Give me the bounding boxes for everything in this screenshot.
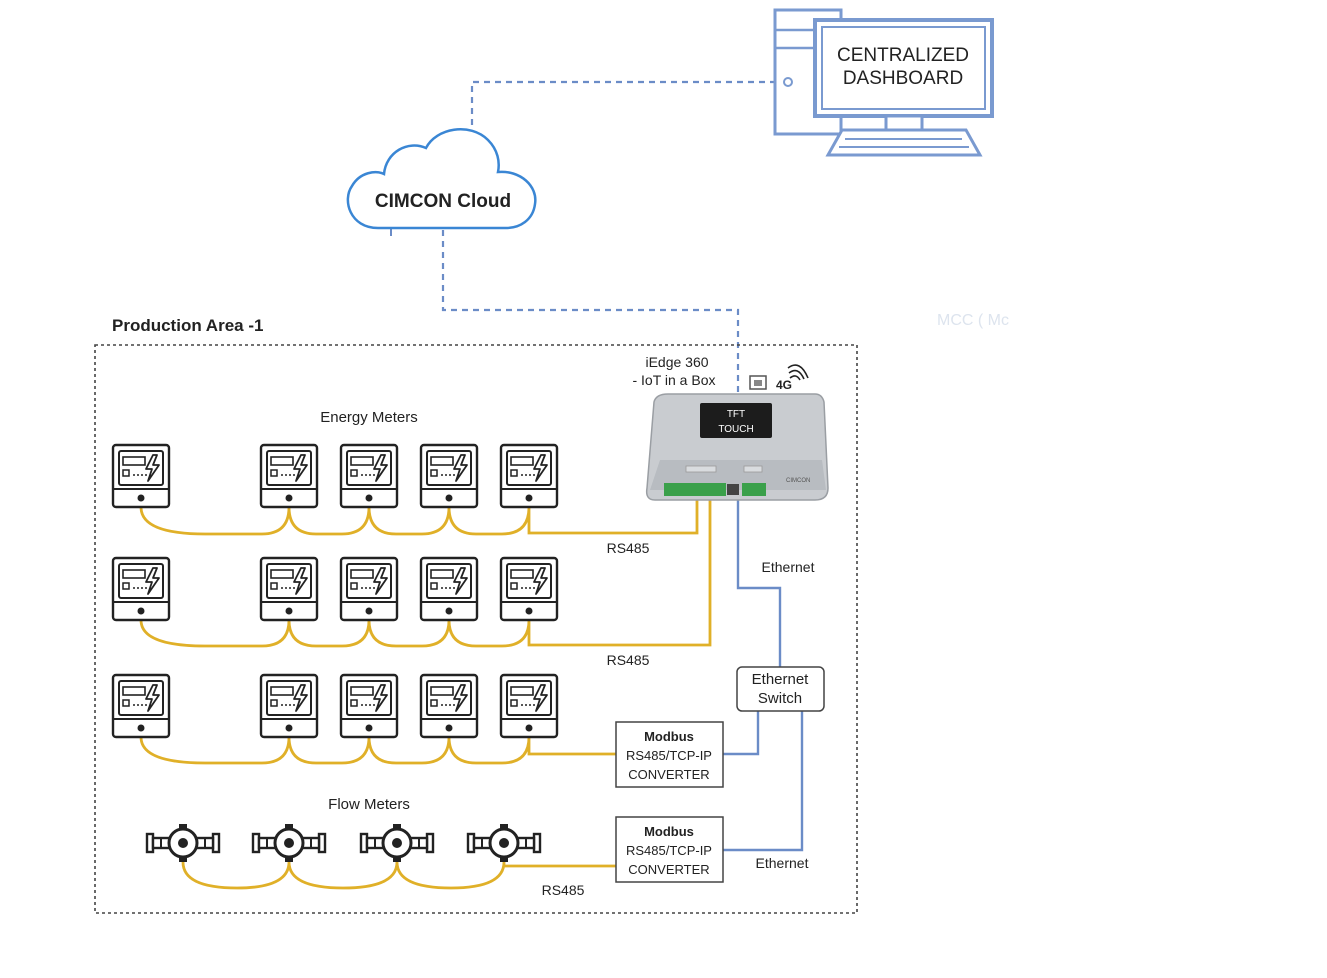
cloud-icon bbox=[346, 128, 537, 230]
screen-line2: TOUCH bbox=[718, 424, 753, 435]
cimcon-cloud: CIMCON Cloud bbox=[346, 128, 537, 230]
rs485-label-row1: RS485 bbox=[607, 540, 650, 556]
energy-meter-icon bbox=[419, 443, 479, 509]
wire-cloud-dashboard bbox=[470, 80, 785, 125]
wifi-4g-icon: 4G bbox=[776, 364, 809, 392]
keyboard-icon bbox=[825, 128, 983, 157]
ethernet-label-gateway: Ethernet bbox=[762, 559, 815, 575]
area-faded-label: MCC ( Mc bbox=[937, 312, 1009, 329]
ethernet-label-bottom: Ethernet bbox=[756, 855, 809, 871]
ethernet-port-icon bbox=[749, 375, 767, 390]
wire-ethernet-switch-conv2 bbox=[723, 711, 804, 852]
energy-meter-row-1 bbox=[111, 443, 559, 509]
wire-rs485-flow bbox=[181, 861, 616, 890]
flow-meter-icon bbox=[251, 822, 327, 864]
energy-meter-icon bbox=[111, 556, 171, 622]
screen-line1: TFT bbox=[727, 409, 745, 420]
energy-meters-label: Energy Meters bbox=[320, 409, 418, 426]
converter-box bbox=[615, 816, 724, 883]
energy-meter-icon bbox=[339, 556, 399, 622]
dashboard-title-line2: DASHBOARD bbox=[843, 68, 963, 89]
energy-meter-row-2 bbox=[111, 556, 559, 622]
link-labels: RS485 RS485 RS485 Ethernet Ethernet bbox=[542, 540, 815, 898]
flow-meter-icon bbox=[359, 822, 435, 864]
energy-meter-icon bbox=[339, 673, 399, 739]
converter-box bbox=[615, 721, 724, 788]
modbus-converter-1: Modbus RS485/TCP-IP CONVERTER bbox=[615, 721, 724, 788]
rs485-label-row2: RS485 bbox=[607, 652, 650, 668]
production-area: Production Area -1 MCC ( Mc Energy Meter… bbox=[94, 312, 1009, 914]
switch-line1: Ethernet bbox=[752, 671, 810, 688]
converter-line3: CONVERTER bbox=[628, 862, 709, 877]
energy-meter-icon bbox=[259, 443, 319, 509]
terminal-block-left bbox=[664, 483, 726, 496]
gateway-brand: CIMCON bbox=[786, 478, 810, 484]
flow-meter-icon bbox=[466, 822, 542, 864]
cell-badge: 4G bbox=[776, 378, 792, 392]
tft-touch-screen bbox=[700, 403, 772, 438]
switch-line2: Switch bbox=[758, 690, 802, 707]
gateway-name-line2: - IoT in a Box bbox=[632, 372, 715, 388]
converter-line2: RS485/TCP-IP bbox=[626, 748, 712, 763]
terminal-block-right bbox=[742, 483, 766, 496]
energy-meter-icon bbox=[499, 673, 559, 739]
energy-meter-icon bbox=[419, 556, 479, 622]
wire-ethernet-gateway-switch bbox=[736, 500, 782, 667]
converter-line1: Modbus bbox=[644, 729, 694, 744]
converter-line3: CONVERTER bbox=[628, 767, 709, 782]
modbus-converter-2: Modbus RS485/TCP-IP CONVERTER bbox=[615, 816, 724, 883]
flow-meters-label: Flow Meters bbox=[328, 796, 410, 813]
flow-meter-row bbox=[145, 822, 542, 864]
energy-meter-icon bbox=[111, 443, 171, 509]
iedge-gateway: iEdge 360 - IoT in a Box 4G TFT TOUCH CI… bbox=[632, 354, 829, 501]
dashboard-title-line1: CENTRALIZED bbox=[837, 45, 969, 66]
energy-meter-icon bbox=[259, 673, 319, 739]
energy-meter-icon bbox=[259, 556, 319, 622]
wire-ethernet-switch-conv1 bbox=[723, 711, 760, 756]
wire-rs485-row1 bbox=[139, 500, 699, 536]
cloud-label: CIMCON Cloud bbox=[375, 191, 511, 212]
flow-meter-icon bbox=[145, 822, 221, 864]
area-boundary bbox=[94, 344, 858, 914]
converter-line2: RS485/TCP-IP bbox=[626, 843, 712, 858]
converter-line1: Modbus bbox=[644, 824, 694, 839]
rs485-label-flow: RS485 bbox=[542, 882, 585, 898]
energy-meter-row-3 bbox=[111, 673, 559, 739]
area-title: Production Area -1 bbox=[112, 316, 263, 335]
switch-box bbox=[736, 666, 825, 712]
energy-meter-icon bbox=[419, 673, 479, 739]
dashboard-computer: CENTRALIZED DASHBOARD bbox=[773, 8, 994, 157]
energy-meter-icon bbox=[339, 443, 399, 509]
energy-meter-icon bbox=[111, 673, 171, 739]
ethernet-switch: Ethernet Switch bbox=[736, 666, 825, 712]
energy-meter-icon bbox=[499, 443, 559, 509]
energy-meter-icon bbox=[499, 556, 559, 622]
wire-rs485-row3 bbox=[139, 736, 616, 765]
gateway-name-line1: iEdge 360 bbox=[645, 354, 708, 370]
monitor-stand bbox=[884, 114, 924, 132]
